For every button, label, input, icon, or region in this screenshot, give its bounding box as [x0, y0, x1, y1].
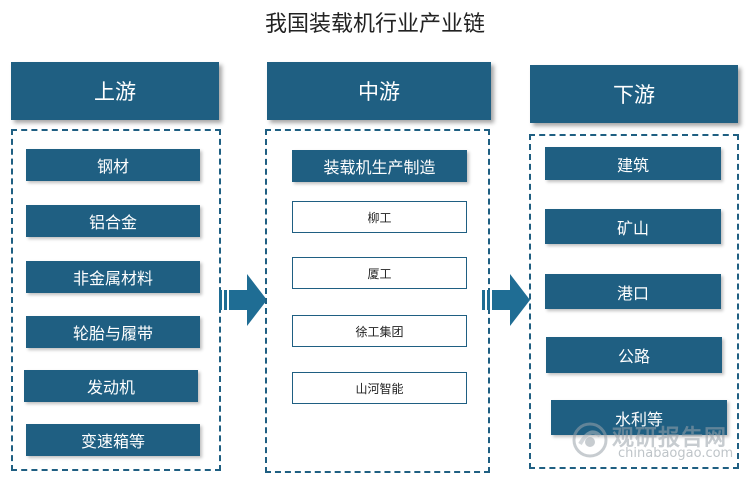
- upstream-item: 非金属材料: [26, 261, 200, 293]
- downstream-panel: 建筑 矿山 港口 公路 水利等: [529, 134, 739, 469]
- midstream-panel: 装载机生产制造 柳工 厦工 徐工集团 山河智能: [265, 129, 490, 473]
- downstream-item: 公路: [546, 337, 722, 373]
- flow-arrow-icon: [219, 274, 267, 326]
- upstream-header: 上游: [11, 62, 219, 120]
- watermark-logo-icon: [572, 422, 608, 458]
- downstream-header: 下游: [530, 65, 738, 123]
- downstream-item: 矿山: [545, 209, 721, 244]
- diagram-title: 我国装载机行业产业链: [264, 12, 485, 37]
- downstream-item: 港口: [545, 274, 721, 309]
- watermark-name: 观研报告网: [612, 426, 728, 451]
- flow-arrow-icon: [482, 274, 530, 326]
- upstream-item: 发动机: [24, 370, 198, 402]
- downstream-item: 建筑: [545, 147, 721, 180]
- manufacturer-item: 柳工: [292, 201, 467, 233]
- upstream-item: 铝合金: [26, 205, 200, 237]
- upstream-item: 变速箱等: [26, 424, 200, 456]
- upstream-panel: 钢材 铝合金 非金属材料 轮胎与履带 发动机 变速箱等: [11, 129, 221, 471]
- midstream-header: 中游: [267, 62, 491, 120]
- manufacturing-label: 装载机生产制造: [292, 150, 467, 182]
- manufacturer-item: 山河智能: [292, 372, 467, 404]
- upstream-item: 轮胎与履带: [26, 316, 200, 348]
- manufacturer-item: 厦工: [292, 257, 467, 289]
- downstream-item: 水利等: [551, 400, 727, 435]
- manufacturer-item: 徐工集团: [292, 315, 467, 347]
- watermark: 观研报告网 chinabaogao.com: [572, 418, 742, 466]
- watermark-url: chinabaogao.com: [618, 446, 734, 461]
- upstream-item: 钢材: [26, 149, 200, 181]
